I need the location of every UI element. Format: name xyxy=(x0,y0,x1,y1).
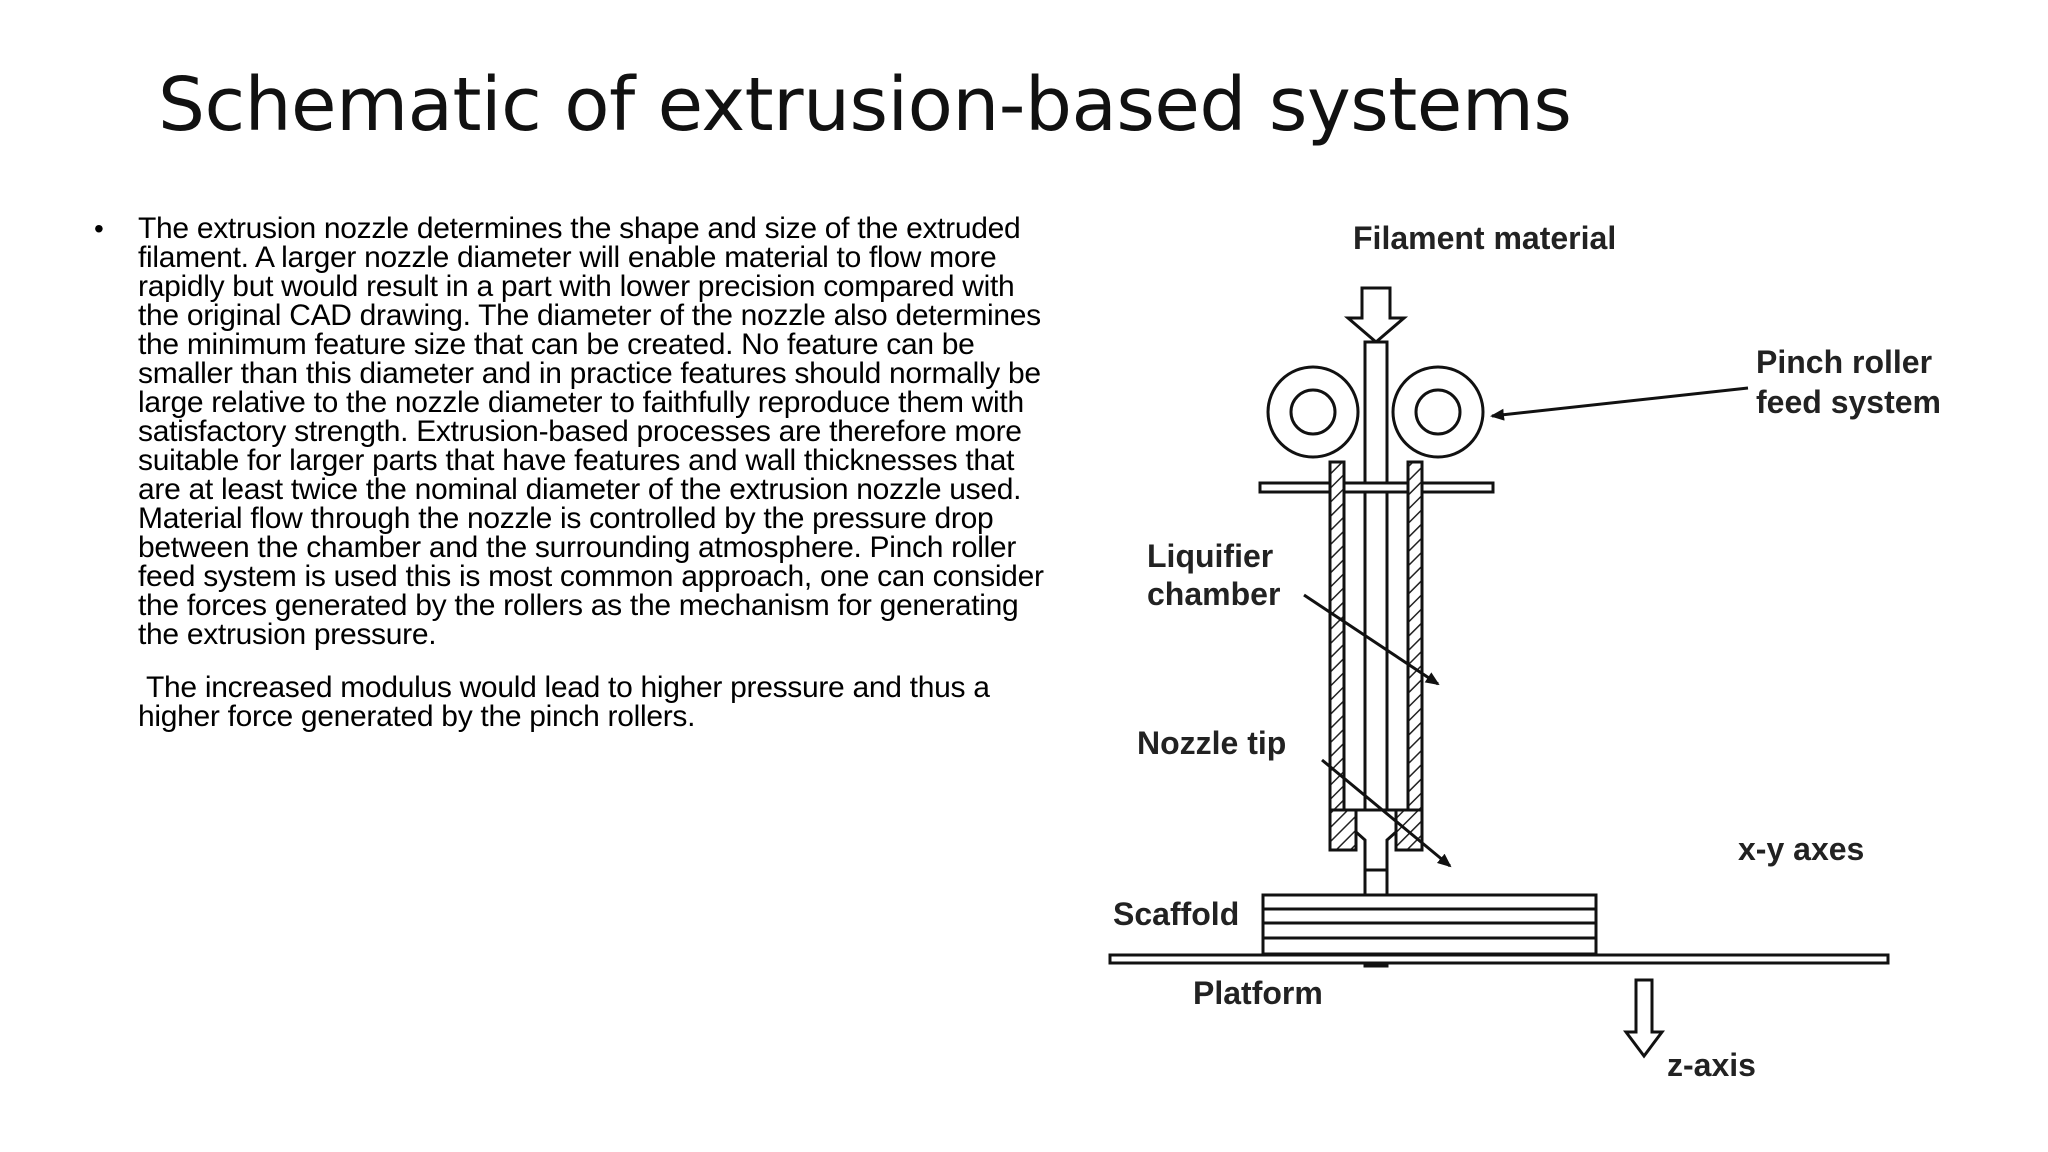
nozzle-tip-pointer-arrow xyxy=(1321,758,1452,868)
pinch-rollers xyxy=(1266,365,1485,459)
label-liquifier-line2: chamber xyxy=(1147,576,1280,612)
label-nozzle-tip: Nozzle tip xyxy=(1137,725,1286,761)
slide-title: Schematic of extrusion-based systems xyxy=(158,62,1572,148)
label-filament-material: Filament material xyxy=(1353,220,1616,256)
label-platform: Platform xyxy=(1193,975,1323,1011)
scaffold-layers xyxy=(1261,893,1598,956)
bullet-item: • The extrusion nozzle determines the sh… xyxy=(94,212,1054,651)
liquifier-pointer-arrow xyxy=(1303,593,1440,686)
filament xyxy=(1363,340,1389,968)
body-text: • The extrusion nozzle determines the sh… xyxy=(94,212,1054,733)
bullet-dot: • xyxy=(94,213,104,244)
feed-direction-arrow xyxy=(1343,286,1409,344)
label-pinch-roller-line1: Pinch roller xyxy=(1756,344,1932,380)
z-axis-arrow xyxy=(1623,978,1665,1059)
paragraph-nozzle-description: The extrusion nozzle determines the shap… xyxy=(138,212,1044,651)
label-scaffold: Scaffold xyxy=(1113,896,1239,932)
extrusion-schematic-diagram: Filament material Pinch roller feed syst… xyxy=(1108,220,1941,1083)
label-z-axis: z-axis xyxy=(1667,1047,1756,1083)
paragraph-modulus-text: The increased modulus would lead to high… xyxy=(138,671,990,733)
nozzle-tip xyxy=(1328,808,1424,872)
pinch-roller-pointer-arrow xyxy=(1490,386,1749,421)
paragraph-modulus-note: The increased modulus would lead to high… xyxy=(138,671,1054,733)
label-pinch-roller-line2: feed system xyxy=(1756,384,1941,420)
mounting-flange xyxy=(1258,481,1495,494)
platform xyxy=(1108,953,1890,965)
label-liquifier-line1: Liquifier xyxy=(1147,538,1273,574)
label-xy-axes: x-y axes xyxy=(1738,831,1864,867)
